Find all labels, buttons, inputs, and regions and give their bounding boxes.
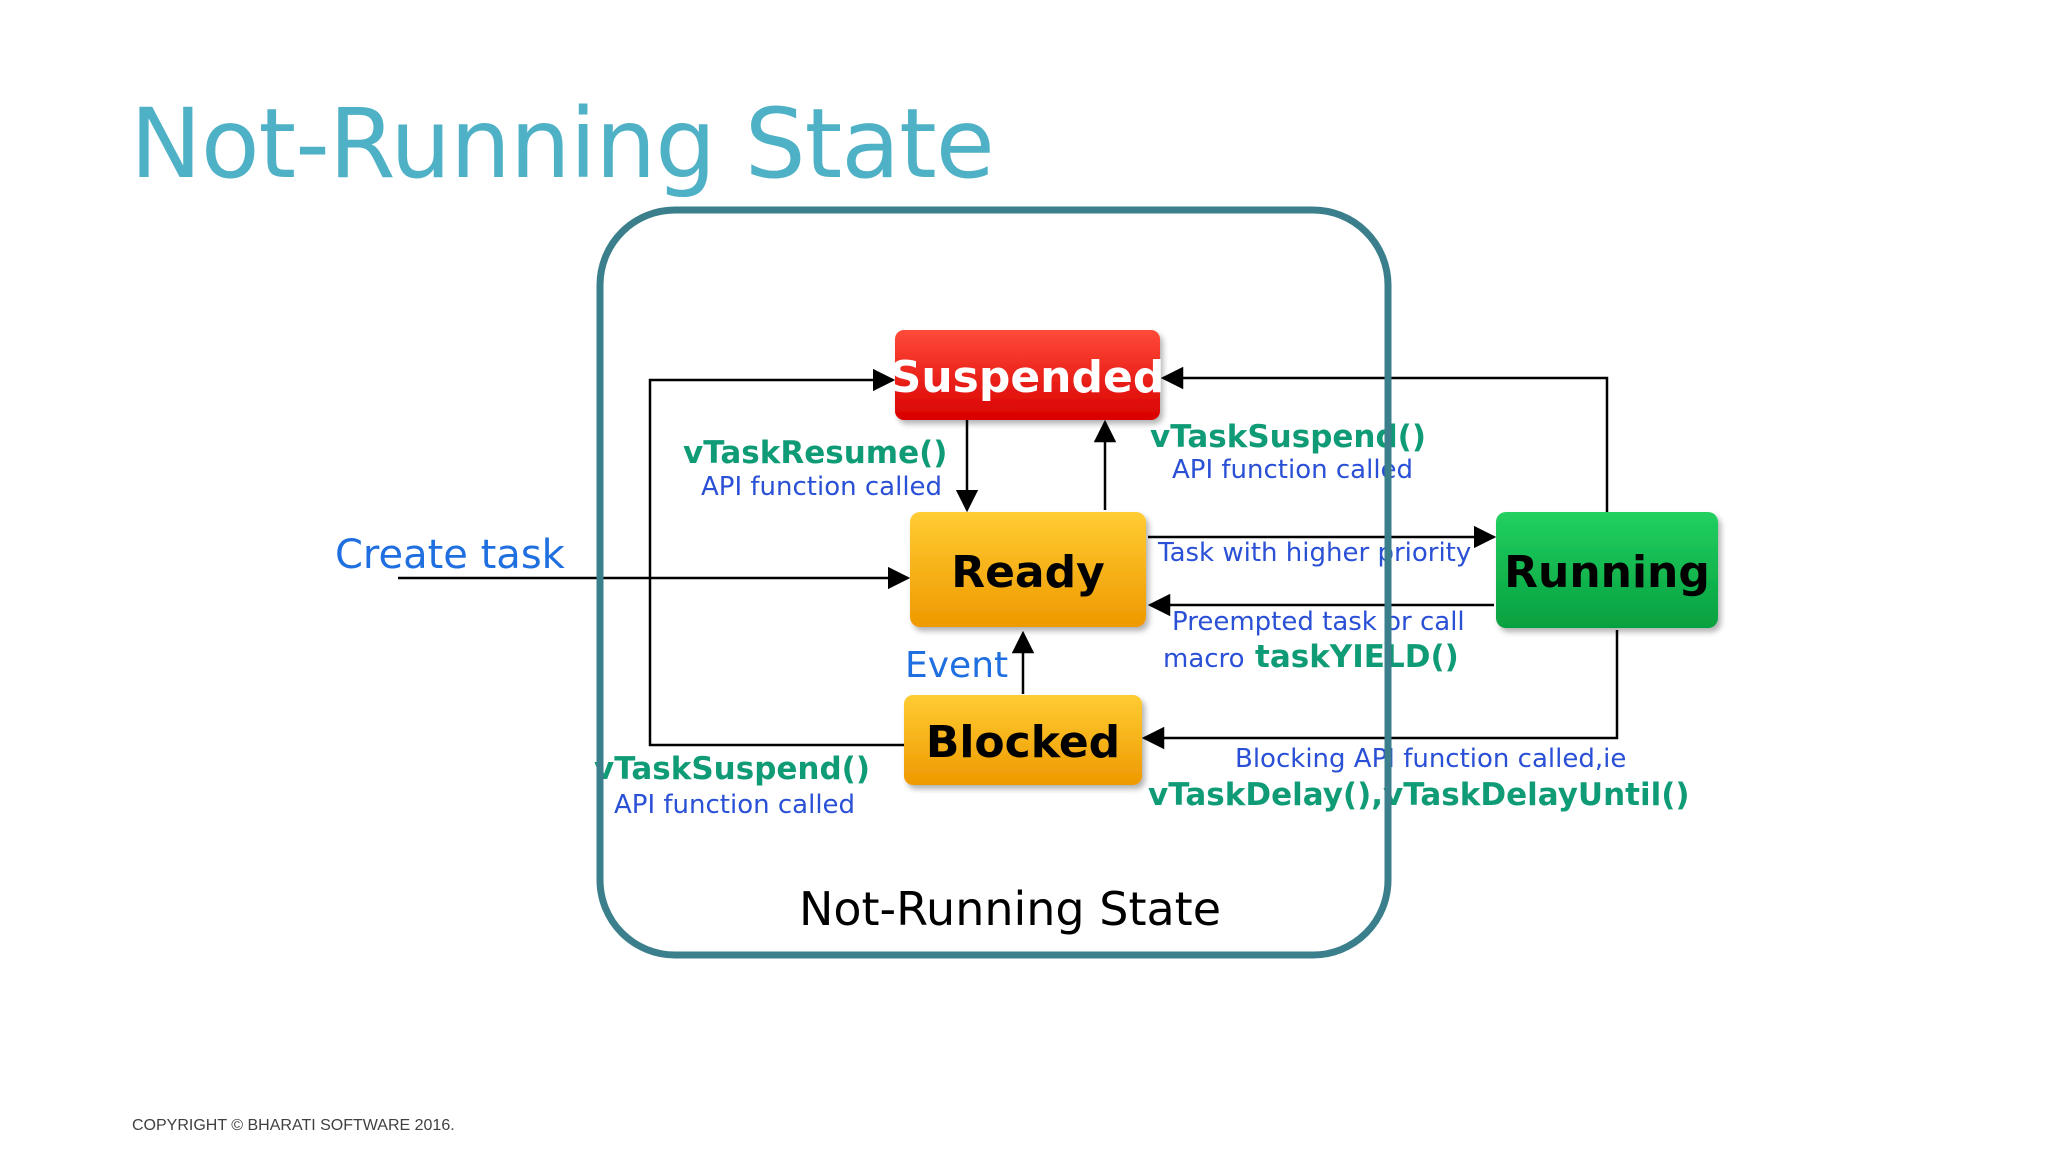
state-blocked-label: Blocked	[926, 717, 1120, 768]
state-running-label: Running	[1504, 547, 1710, 598]
transition-arrows	[398, 366, 1619, 750]
blocking-api-names: vTaskDelay(),vTaskDelayUntil()	[1148, 777, 1690, 813]
resume-api-name: vTaskResume()	[683, 435, 947, 471]
region-label: Not-Running State	[799, 882, 1221, 936]
copyright-footer: COPYRIGHT © BHARATI SOFTWARE 2016.	[132, 1117, 455, 1134]
suspend-bottom-api-desc: API function called	[614, 790, 855, 820]
state-running	[1496, 512, 1718, 628]
event-label: Event	[905, 645, 1008, 686]
arrow-running-to-blocked	[1141, 630, 1619, 750]
suspend-top-api-desc: API function called	[1172, 455, 1413, 485]
suspend-top-api-name: vTaskSuspend()	[1150, 419, 1426, 455]
resume-api-desc: API function called	[701, 472, 942, 502]
suspend-bottom-api-name: vTaskSuspend()	[594, 751, 870, 787]
preempted-macro-label: macro	[1163, 644, 1245, 674]
not-running-region	[596, 206, 1392, 959]
state-ready	[910, 512, 1146, 627]
slide-title: Not-Running State	[130, 88, 995, 200]
higher-priority-label: Task with higher priority	[1157, 538, 1471, 568]
preempted-label: Preempted task or call	[1172, 607, 1465, 637]
create-task-label: Create task	[335, 532, 566, 578]
state-ready-label: Ready	[951, 547, 1105, 598]
arrow-running-to-suspended	[1160, 366, 1609, 512]
arrow-blocked-to-suspended	[648, 368, 910, 747]
blocking-desc-label: Blocking API function called,ie	[1235, 744, 1626, 774]
yield-api-name: taskYIELD()	[1255, 639, 1459, 675]
state-suspended	[895, 330, 1160, 420]
state-blocked	[904, 695, 1142, 785]
state-suspended-label: Suspended	[890, 352, 1165, 403]
